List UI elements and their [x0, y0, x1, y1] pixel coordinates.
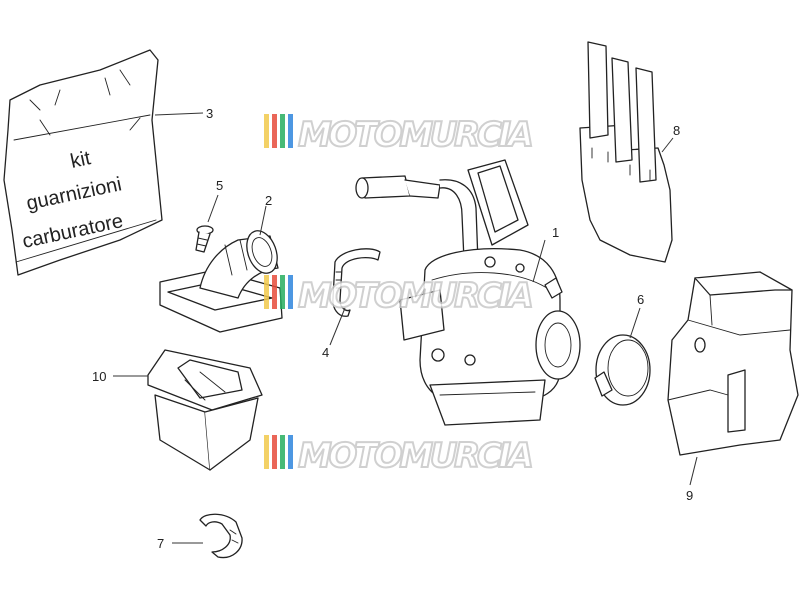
reed-valve-block: [147, 349, 263, 471]
watermark-brand: MOTOMURCIA: [298, 436, 536, 476]
watermark-bottom: MOTOMURCIA: [264, 435, 536, 477]
watermark-stripe: [280, 275, 285, 309]
callout-10: 10: [92, 369, 106, 384]
callout-2: 2: [265, 193, 272, 208]
carburettor: [355, 159, 581, 426]
watermark-stripe: [264, 275, 269, 309]
watermark-middle: MOTOMURCIA: [264, 275, 536, 317]
callout-6: 6: [637, 292, 644, 307]
callout-4: 4: [322, 345, 329, 360]
watermark-top: MOTOMURCIA: [264, 114, 536, 156]
callout-numbers: 1 2 3 4 5 6 7 8 9 10: [92, 106, 693, 551]
watermark-stripe: [280, 114, 285, 148]
watermark-brand: MOTOMURCIA: [298, 276, 536, 316]
hose-clamp: [332, 248, 381, 317]
screw: [195, 225, 214, 253]
watermark-stripe: [272, 435, 277, 469]
watermark-stripe: [272, 275, 277, 309]
callout-9: 9: [686, 488, 693, 503]
callout-7: 7: [157, 536, 164, 551]
watermark-stripe: [288, 435, 293, 469]
callout-5: 5: [216, 178, 223, 193]
watermark-stripe: [288, 114, 293, 148]
band-clamp: [594, 334, 651, 406]
watermark-stripe: [288, 275, 293, 309]
callout-leaders: [113, 112, 698, 544]
watermark-stripe: [272, 114, 277, 148]
intake-manifold: [159, 230, 283, 333]
watermark-brand: MOTOMURCIA: [298, 115, 536, 155]
small-clip: [199, 513, 243, 559]
watermark-stripe: [264, 435, 269, 469]
air-box-cover: [667, 271, 799, 456]
watermark-stripe: [280, 435, 285, 469]
reed-plate: [579, 41, 673, 263]
callout-8: 8: [673, 123, 680, 138]
watermark-stripe: [264, 114, 269, 148]
gasket-kit-bag: kit guarnizioni carburatore: [3, 49, 163, 276]
callout-1: 1: [552, 225, 559, 240]
callout-3: 3: [206, 106, 213, 121]
